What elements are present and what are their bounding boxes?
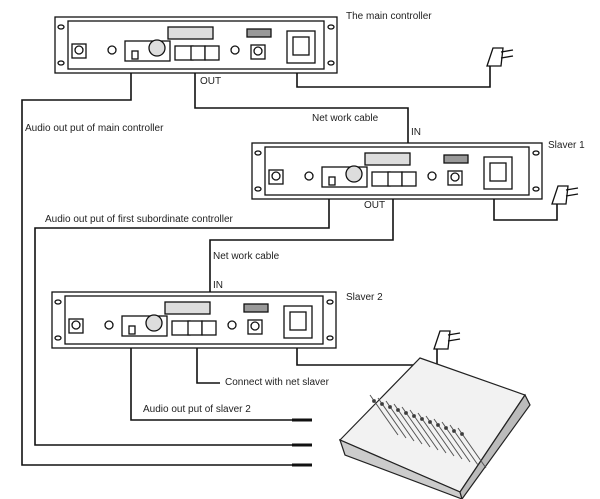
screw (104, 320, 114, 330)
warning-label (443, 154, 469, 164)
jack-ring (71, 320, 81, 330)
slaver2-power-plug-icon (433, 330, 461, 350)
slaver1-audio-cable (34, 197, 330, 446)
slaver2-audio-cable (130, 348, 292, 421)
audio-slaver2-label: Audio out put of slaver 2 (143, 404, 251, 415)
slaver2-in-label: IN (213, 280, 223, 291)
screw (227, 320, 237, 330)
main-power-plug-icon (486, 47, 514, 67)
power-socket (489, 162, 507, 182)
mount-hole (254, 186, 262, 192)
net-cable-label-2: Net work cable (213, 251, 280, 262)
slaver1-device (251, 142, 543, 200)
mixer-knob (372, 399, 376, 403)
plug-pin (447, 332, 461, 336)
network-in-port (204, 45, 220, 61)
slaver1-out-label: OUT (364, 200, 386, 211)
mount-hole (54, 335, 62, 341)
volume-knob (145, 314, 163, 332)
mixer-knob (412, 414, 416, 418)
mixer-knob (460, 432, 464, 436)
network-out-port (190, 45, 206, 61)
switch-port (171, 320, 191, 336)
mount-hole (532, 186, 540, 192)
network-cable-to-next-slaver (196, 333, 220, 384)
mount-hole (57, 24, 65, 30)
network-cable-slaver1-to-slaver2 (209, 185, 394, 327)
plug-pin (565, 187, 579, 191)
front-panel (67, 20, 325, 70)
warning-label (246, 28, 272, 38)
jack-ring (450, 172, 460, 182)
mixer-knob (396, 408, 400, 412)
mount-hole (327, 60, 335, 66)
jack-ring (253, 46, 263, 56)
main-controller-device (54, 16, 338, 74)
audio-out-jack (131, 50, 139, 60)
screw (304, 171, 314, 181)
screw (230, 45, 240, 55)
audio-mixer (338, 357, 531, 499)
slaver1-in-label: IN (411, 127, 421, 138)
plug-pin (565, 193, 579, 197)
network-out-port (187, 320, 203, 336)
mount-hole (54, 299, 62, 305)
mount-hole (326, 335, 334, 341)
jack-ring (74, 45, 84, 55)
slaver2-label: Slaver 2 (346, 292, 383, 303)
main-out-label: OUT (200, 76, 222, 87)
audio-main-label: Audio out put of main controller (25, 123, 164, 134)
switch-port (371, 171, 391, 187)
audio-out-jack (128, 325, 136, 335)
mount-hole (532, 150, 540, 156)
slaver1-label: Slaver 1 (548, 140, 585, 151)
plug-body (486, 47, 504, 67)
mount-hole (57, 60, 65, 66)
switch-port (174, 45, 194, 61)
volume-knob (345, 165, 363, 183)
connect-next-label: Connect with net slaver (225, 377, 329, 388)
audio-slaver1-label: Audio out put of first subordinate contr… (45, 214, 233, 225)
front-panel (264, 146, 530, 196)
dip-switch-block (167, 26, 214, 40)
mixer-knob (428, 420, 432, 424)
plug-body (551, 185, 569, 205)
power-socket (289, 311, 307, 331)
mixer-knob (380, 402, 384, 406)
plug-pin (500, 55, 514, 59)
mount-hole (327, 24, 335, 30)
main-audio-cable (21, 73, 292, 466)
network-in-port (401, 171, 417, 187)
warning-label (243, 303, 269, 313)
mixer-knob (436, 423, 440, 427)
plug-pin (447, 338, 461, 342)
mixer-knob (388, 405, 392, 409)
dip-switch-block (364, 152, 411, 166)
mixer-knob (452, 429, 456, 433)
net-cable-label-1: Net work cable (312, 113, 379, 124)
audio-out-jack (328, 176, 336, 186)
screw (107, 45, 117, 55)
volume-knob (148, 39, 166, 57)
plug-body (433, 330, 451, 350)
slaver1-power-plug-icon (551, 185, 579, 205)
screw (427, 171, 437, 181)
network-in-port (201, 320, 217, 336)
power-socket (292, 36, 310, 56)
mount-hole (254, 150, 262, 156)
mixer-knob (420, 417, 424, 421)
mount-hole (326, 299, 334, 305)
network-out-port (387, 171, 403, 187)
front-panel (64, 295, 324, 345)
plug-pin (500, 49, 514, 53)
mixer-knob (444, 426, 448, 430)
mixer-knob (404, 411, 408, 415)
jack-ring (271, 171, 281, 181)
slaver2-device (51, 291, 337, 349)
main-controller-label: The main controller (346, 11, 432, 22)
dip-switch-block (164, 301, 211, 315)
jack-ring (250, 321, 260, 331)
